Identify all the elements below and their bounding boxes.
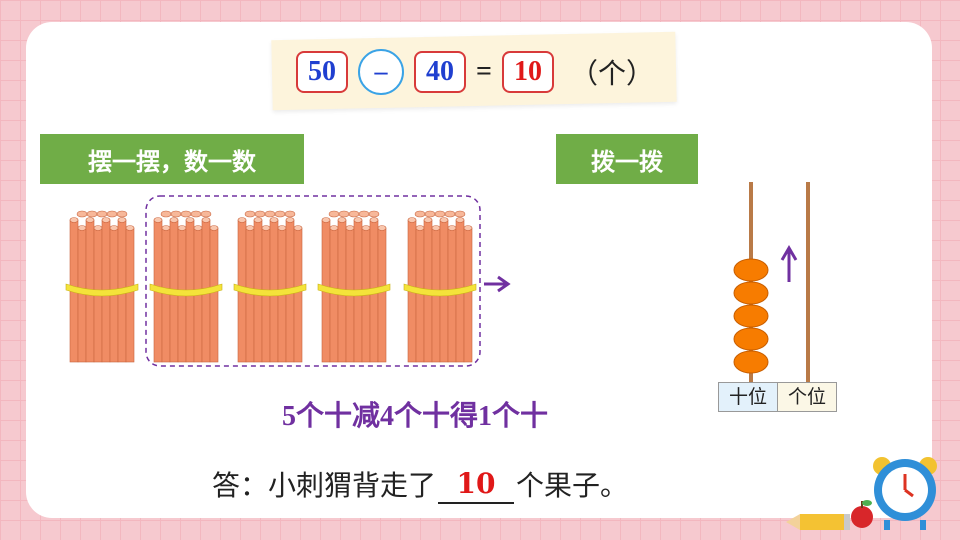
- sentence-num-1: 1: [478, 401, 493, 432]
- abacus-bead: [733, 258, 769, 282]
- equals-sign: =: [476, 56, 492, 87]
- sentence-num-4: 4: [380, 401, 395, 432]
- answer-suffix: 个果子。: [516, 469, 629, 502]
- equation: 50 – 40 = 10 （个）: [296, 49, 654, 95]
- stick-bundle: [149, 210, 223, 363]
- sentence-text-2: 个十得: [394, 401, 479, 432]
- pencil-icon: [786, 514, 850, 530]
- minus-operator: –: [358, 49, 404, 95]
- subtrahend-box: 40: [414, 51, 466, 93]
- up-arrow: [780, 245, 798, 282]
- stick-bundle: [65, 210, 139, 363]
- ones-rod: [806, 182, 810, 382]
- minuend-box: 50: [296, 51, 348, 93]
- tens-place-label: 十位: [719, 383, 778, 411]
- sentence-text-1: 个十减: [296, 401, 381, 432]
- abacus-bead: [733, 350, 769, 374]
- sentence-num-5: 5: [282, 401, 296, 432]
- equation-unit: （个）: [569, 59, 654, 90]
- abacus-bead: [733, 281, 769, 305]
- move-right-arrow: [484, 275, 511, 293]
- answer-prefix: 答：小刺猬背走了: [212, 469, 437, 502]
- group-dashed-box: [145, 195, 481, 367]
- apple-icon: [851, 500, 873, 528]
- tens-sentence: 5个十减4个十得1个十: [282, 394, 548, 434]
- arrange-count-label: 摆一摆，数一数: [40, 134, 304, 184]
- place-value-table: 十位 个位: [718, 382, 837, 412]
- stick-bundle: [233, 210, 307, 363]
- alarm-clock-icon: [873, 457, 937, 530]
- stick-bundle: [403, 210, 477, 363]
- sentence-text-3: 个十: [492, 401, 549, 432]
- stick-bundle: [317, 210, 391, 363]
- abacus-move-label: 拨一拨: [556, 134, 698, 184]
- answer-line: 答：小刺猬背走了 10 个果子。: [212, 464, 628, 504]
- result-box: 10: [501, 51, 554, 93]
- ones-place-label: 个位: [778, 383, 836, 411]
- abacus-bead: [733, 304, 769, 328]
- abacus-bead: [733, 327, 769, 351]
- answer-blank: 10: [438, 468, 515, 504]
